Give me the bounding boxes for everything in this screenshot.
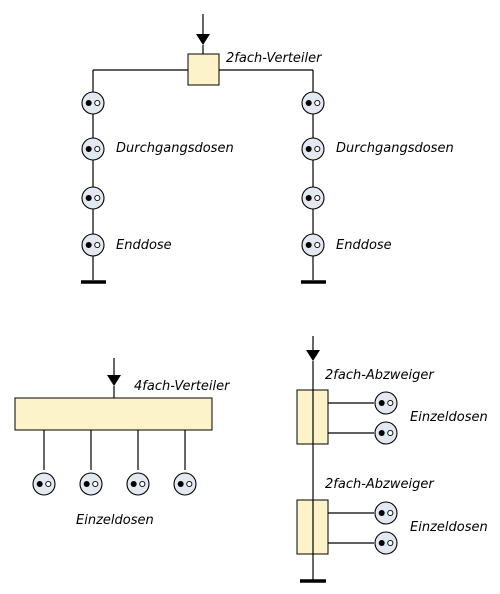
socket-pin — [305, 146, 312, 152]
socket-icon — [81, 137, 105, 161]
socket-body — [81, 137, 105, 161]
tap2-label: 2fach-Abzweiger — [325, 477, 435, 492]
socket-body — [301, 186, 325, 210]
socket-hole — [94, 241, 101, 249]
top-network: 2fach-Verteiler Durchgangsdosen Enddose … — [81, 14, 454, 284]
socket-pin — [305, 195, 312, 201]
left-through-label: Durchgangsdosen — [116, 141, 234, 156]
socket-icon — [81, 233, 105, 257]
socket-hole — [186, 480, 193, 488]
tap1-label: 2fach-Abzweiger — [325, 368, 435, 383]
socket-body — [81, 233, 105, 257]
socket-body — [374, 391, 398, 415]
socket-icon — [374, 501, 398, 525]
four-way-sockets-label: Einzeldosen — [76, 513, 154, 528]
input-arrow-icon — [196, 14, 210, 54]
socket-pin — [85, 195, 92, 201]
2fach-verteiler-box — [187, 53, 220, 86]
socket-body — [81, 91, 105, 115]
socket-pin — [85, 146, 92, 152]
socket-hole — [139, 480, 146, 488]
socket-icon — [173, 472, 197, 496]
socket-hole — [314, 241, 321, 249]
socket-pin — [85, 100, 92, 106]
socket-hole — [94, 99, 101, 107]
socket-hole — [314, 99, 321, 107]
socket-hole — [314, 145, 321, 153]
socket-icon — [32, 472, 56, 496]
socket-hole — [387, 539, 394, 547]
socket-icon — [301, 233, 325, 257]
top-splitter-label: 2fach-Verteiler — [226, 51, 323, 66]
socket-icon — [81, 186, 105, 210]
socket-icon — [301, 186, 325, 210]
socket-body — [32, 472, 56, 496]
socket-body — [374, 421, 398, 445]
socket-body — [126, 472, 150, 496]
socket-icon — [374, 391, 398, 415]
4fach-verteiler-box — [14, 397, 213, 431]
socket-pin — [130, 481, 137, 487]
socket-icon — [301, 137, 325, 161]
four-way-splitter-label: 4fach-Verteiler — [134, 379, 231, 394]
right-through-label: Durchgangsdosen — [336, 141, 454, 156]
socket-hole — [45, 480, 52, 488]
socket-pin — [378, 510, 385, 516]
socket-icon — [126, 472, 150, 496]
socket-hole — [94, 145, 101, 153]
socket-hole — [387, 509, 394, 517]
tap1-sockets-label: Einzeldosen — [410, 410, 488, 425]
four-way-splitter-network: 4fach-Verteiler Einzeldosen — [14, 358, 231, 528]
socket-pin — [378, 540, 385, 546]
socket-pin — [83, 481, 90, 487]
socket-hole — [94, 194, 101, 202]
input-arrow-icon — [306, 336, 320, 361]
socket-body — [81, 186, 105, 210]
socket-body — [374, 531, 398, 555]
socket-icon — [374, 421, 398, 445]
socket-icon — [79, 472, 103, 496]
tap2-sockets-label: Einzeldosen — [410, 520, 488, 535]
socket-body — [374, 501, 398, 525]
socket-pin — [85, 242, 92, 248]
left-end-label: Enddose — [116, 238, 172, 253]
socket-body — [79, 472, 103, 496]
socket-body — [301, 91, 325, 115]
right-end-label: Enddose — [336, 238, 392, 253]
socket-body — [301, 233, 325, 257]
socket-hole — [387, 429, 394, 437]
socket-pin — [378, 430, 385, 436]
socket-pin — [177, 481, 184, 487]
socket-pin — [305, 100, 312, 106]
input-arrow-icon — [107, 358, 121, 398]
tap-chain-network: 2fach-Abzweiger Einzeldosen 2fach-Abzwei… — [296, 336, 488, 583]
socket-hole — [92, 480, 99, 488]
socket-pin — [378, 400, 385, 406]
socket-body — [173, 472, 197, 496]
socket-hole — [387, 399, 394, 407]
socket-pin — [305, 242, 312, 248]
socket-hole — [314, 194, 321, 202]
socket-icon — [374, 531, 398, 555]
socket-icon — [301, 91, 325, 115]
socket-pin — [36, 481, 43, 487]
socket-icon — [81, 91, 105, 115]
socket-body — [301, 137, 325, 161]
